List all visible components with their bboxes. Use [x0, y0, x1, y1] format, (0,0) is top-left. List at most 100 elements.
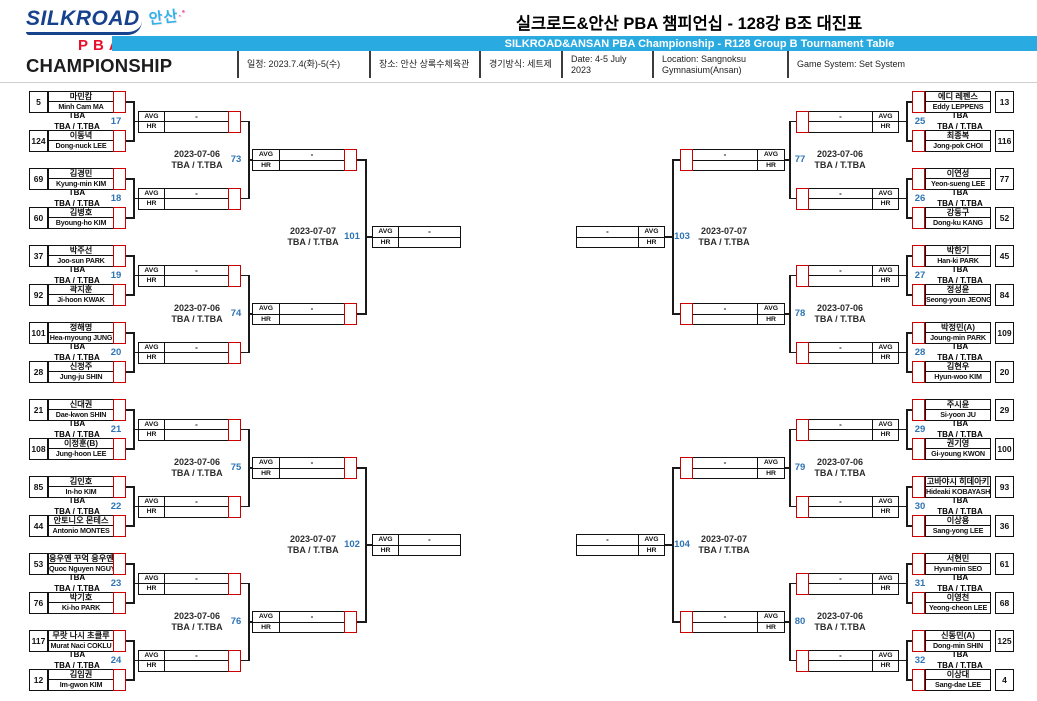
match-number: 24: [110, 654, 122, 666]
avg-label: AVG: [873, 651, 898, 661]
avg-label: AVG: [139, 343, 164, 353]
schedule-tba-t: TBA / T.TBA: [937, 506, 983, 516]
match-number: 73: [230, 154, 242, 165]
player-eng-name: Han-ki PARK: [937, 256, 979, 266]
info-cell: 일정: 2023.7.4(화)-5(수): [237, 51, 361, 78]
player-name-box: 이정훈(B)Jung-hoon LEE: [48, 438, 114, 460]
connector-line: [789, 120, 797, 123]
player-kor-name: 김병호: [49, 208, 113, 219]
advance-slot-red-cell: [113, 669, 126, 691]
championship-logo-text: CHAMPIONSHIP: [26, 55, 173, 76]
connector-line: [906, 178, 908, 219]
hr-value: [165, 353, 228, 363]
schedule-tba: TBA: [68, 187, 86, 197]
hr-label: HR: [146, 200, 157, 208]
player-kor-name: 권기영: [926, 439, 990, 450]
seed-box: 61: [995, 553, 1014, 575]
player-eng-name: Im-gwon KIM: [59, 680, 103, 690]
schedule-tba-t: TBA / T.TBA: [54, 583, 100, 593]
match-number: 25: [914, 115, 926, 127]
player-kor-name: 박기호: [49, 593, 113, 604]
connector-line: [133, 197, 138, 200]
connector-line: [906, 486, 913, 488]
advance-slot-red-cell: [680, 149, 693, 171]
seed-box: 84: [995, 284, 1014, 306]
connector-line: [906, 563, 913, 565]
info-cell: Game System: Set System: [787, 51, 977, 78]
player-eng-name: Dong-min SHIN: [932, 641, 984, 651]
advance-slot-red-cell: [228, 495, 241, 518]
match-number: 101: [344, 231, 360, 242]
match-date: 2023-07-07: [700, 533, 748, 544]
connector-line: [248, 313, 252, 315]
match-date: 2023-07-07: [289, 533, 337, 544]
schedule-tba-t: TBA / T.TBA: [54, 506, 100, 516]
player-kor-name: 김경민: [49, 169, 113, 180]
player-kor-name: 박주선: [49, 246, 113, 257]
connector-line: [906, 448, 913, 450]
player-eng-name: Dae-kwon SHIN: [55, 410, 107, 420]
match-schedule: TBA / T.TBA: [287, 237, 339, 247]
advance-slot-red-cell: [912, 669, 925, 691]
score-value-col: -: [809, 343, 872, 363]
connector-line: [125, 294, 135, 296]
connector-line: [785, 313, 789, 315]
player-eng-name: Byoung-ho KIM: [55, 218, 107, 228]
score-value-col: -: [693, 150, 757, 170]
connector-line: [785, 621, 789, 623]
advance-slot-red-cell: [228, 418, 241, 441]
seed-box: 100: [995, 438, 1014, 460]
header-divider: [0, 82, 1037, 83]
hr-value: [399, 546, 460, 556]
player-kor-name: 마민캄: [49, 92, 113, 103]
player-kor-name: 안토니오 몬테스: [49, 516, 113, 527]
schedule-tba-t: TBA / T.TBA: [937, 583, 983, 593]
score-value-col: -: [809, 189, 872, 209]
hr-value: [809, 122, 872, 132]
schedule-tba: TBA: [951, 341, 969, 351]
avg-value: -: [693, 304, 757, 315]
hr-label: HR: [646, 546, 657, 554]
seed-box: 77: [995, 168, 1014, 190]
avg-value: -: [693, 458, 757, 469]
hr-value: [809, 661, 872, 671]
advance-slot-red-cell: [113, 476, 126, 498]
match-number: 76: [230, 616, 242, 627]
advance-slot-red-cell: [796, 649, 809, 672]
connector-line: [899, 428, 906, 431]
seed-box: 20: [995, 361, 1014, 383]
hr-value: [809, 430, 872, 440]
hr-label: HR: [880, 431, 891, 439]
advance-slot-red-cell: [912, 476, 925, 498]
player-kor-name: 김현우: [926, 362, 990, 373]
connector-line: [789, 274, 791, 354]
hr-value: [809, 276, 872, 286]
match-number: 103: [674, 231, 690, 242]
player-kor-name: 정해명: [49, 323, 113, 334]
match-number: 29: [914, 423, 926, 435]
seed-box: 44: [29, 515, 48, 537]
avg-label: AVG: [873, 189, 898, 199]
seed-box: 52: [995, 207, 1014, 229]
player-name-box: 박정민(A)Joung-min PARK: [925, 322, 991, 344]
advance-slot-red-cell: [912, 207, 925, 229]
schedule-tba: TBA: [68, 341, 86, 351]
